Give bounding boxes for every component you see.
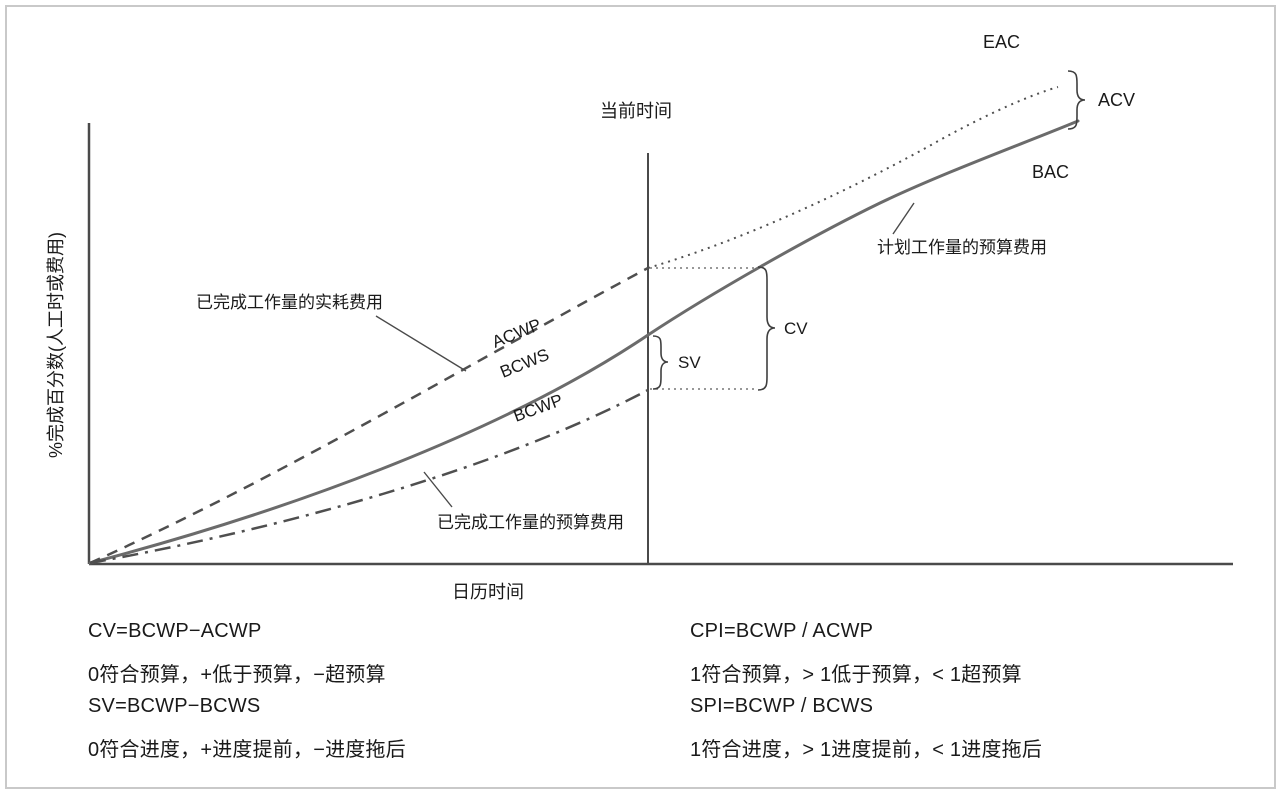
cv-label: CV <box>784 319 808 338</box>
formula-cpi-interpretation: 1符合预算，> 1低于预算，< 1超预算 <box>690 664 1022 686</box>
formula-cv-interpretation: 0符合预算，+低于预算，−超预算 <box>88 664 386 686</box>
acv-label: ACV <box>1098 90 1135 110</box>
bcws-note-leader-line <box>892 202 915 235</box>
bcws-annotation: 计划工作量的预算费用 <box>877 238 1047 257</box>
sv-brace <box>652 335 669 390</box>
bcwp-curve-label: BCWP <box>511 390 565 425</box>
formula-cpi: CPI=BCWP / ACWP <box>690 620 874 642</box>
x-axis-label: 日历时间 <box>452 582 524 602</box>
formula-spi-interpretation: 1符合进度，> 1进度提前，< 1进度拖后 <box>690 739 1043 761</box>
acwp-annotation: 已完成工作量的实耗费用 <box>196 293 383 312</box>
cv-brace <box>757 266 776 391</box>
formula-spi: SPI=BCWP / BCWS <box>690 695 874 717</box>
y-axis-label: %完成百分数(人工时或费用) <box>46 232 66 458</box>
figure-border <box>5 5 1276 789</box>
eac-projection-curve <box>647 86 1059 269</box>
bac-label: BAC <box>1032 162 1069 182</box>
bcwp-curve <box>89 388 649 565</box>
acwp-note-leader-line <box>375 315 467 372</box>
acwp-curve <box>89 266 649 565</box>
bcwp-annotation: 已完成工作量的预算费用 <box>437 513 624 532</box>
sv-label: SV <box>678 353 701 372</box>
formula-sv-interpretation: 0符合进度，+进度提前，−进度拖后 <box>88 739 406 761</box>
acv-brace <box>1067 70 1086 130</box>
eac-label: EAC <box>983 32 1020 52</box>
bcwp-note-leader-line <box>423 471 453 508</box>
formula-sv: SV=BCWP−BCWS <box>88 695 261 717</box>
formula-cv: CV=BCWP−ACWP <box>88 620 262 642</box>
current-time-label: 当前时间 <box>600 101 672 121</box>
bcws-curve <box>88 119 1080 565</box>
bcws-curve-label: BCWS <box>497 345 551 382</box>
acwp-curve-label: ACWP <box>489 315 543 352</box>
